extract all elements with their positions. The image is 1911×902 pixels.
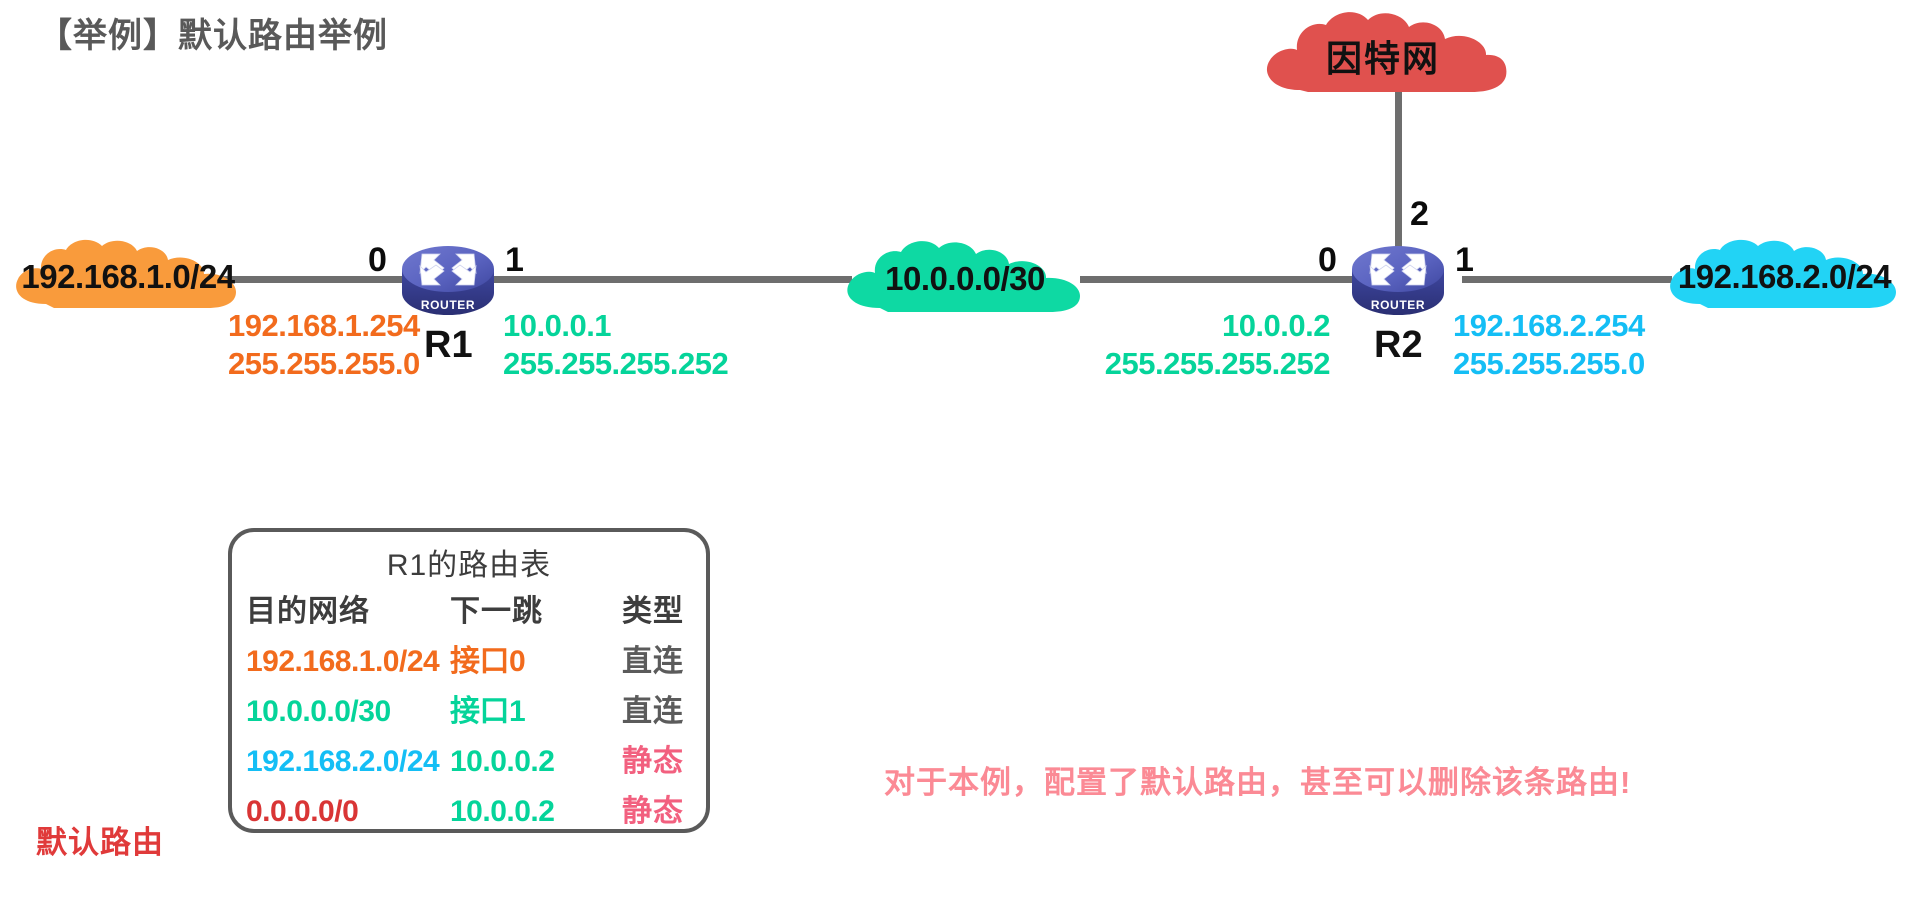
cell-destination: 192.168.2.0/24 [246, 745, 440, 778]
cloud-lan2: 192.168.2.0/24 [1662, 238, 1907, 316]
interface-r2-port1-address: 192.168.2.254 255.255.255.0 [1453, 307, 1645, 384]
port-label-r2-0: 0 [1318, 241, 1337, 279]
interface-r2-port1-mask: 255.255.255.0 [1453, 346, 1645, 382]
cell-destination: 0.0.0.0/0 [246, 795, 359, 828]
link-wan-cloud-to-r2 [1080, 276, 1380, 283]
link-lan1-to-r1 [190, 276, 410, 283]
router-icon: ROUTER [402, 246, 494, 315]
cell-type: 静态 [622, 795, 684, 828]
cell-type: 直连 [622, 645, 684, 678]
link-r1-to-wan-cloud [492, 276, 852, 283]
router-name-r2: R2 [1374, 324, 1423, 366]
cell-next-hop: 接口1 [450, 695, 526, 728]
cloud-lan1: 192.168.1.0/24 [8, 238, 248, 316]
cloud-label-lan1: 192.168.1.0/24 [21, 258, 235, 295]
cell-next-hop: 10.0.0.2 [450, 795, 555, 828]
link-internet-to-r2 [1395, 92, 1402, 252]
interface-r1-port1-ip: 10.0.0.1 [503, 308, 612, 343]
interface-r1-port1-mask: 255.255.255.252 [503, 346, 729, 382]
port-label-r2-2: 2 [1410, 195, 1429, 233]
routing-table-header-row: 目的网络 下一跳 类型 [232, 586, 706, 636]
cell-next-hop: 10.0.0.2 [450, 745, 555, 778]
link-r2-to-lan2 [1462, 276, 1672, 283]
routing-table: R1的路由表 目的网络 下一跳 类型 192.168.1.0/24 接口0 直连… [228, 528, 710, 833]
table-row: 0.0.0.0/0 10.0.0.2 静态 [232, 786, 706, 836]
cloud-shape-icon [1266, 12, 1507, 93]
port-label-r1-1: 1 [505, 241, 524, 279]
cloud-wan-link: 10.0.0.0/30 [840, 240, 1090, 318]
interface-r2-port0-ip: 10.0.0.2 [1221, 308, 1331, 343]
router-r1[interactable]: ROUTER [400, 241, 496, 319]
table-row: 192.168.2.0/24 10.0.0.2 静态 [232, 736, 706, 786]
cell-destination: 10.0.0.0/30 [246, 695, 391, 728]
column-header-next-hop: 下一跳 [450, 595, 543, 628]
cloud-label-lan2: 192.168.2.0/24 [1677, 258, 1892, 295]
interface-r2-port0-address: 10.0.0.2 255.255.255.252 [860, 307, 1331, 384]
router-r2[interactable]: ROUTER [1350, 241, 1446, 319]
column-header-destination: 目的网络 [246, 595, 370, 628]
cloud-label-internet: 因特网 [1325, 38, 1440, 79]
cloud-shape-icon [847, 241, 1080, 312]
table-row: 192.168.1.0/24 接口0 直连 [232, 636, 706, 686]
cloud-shape-icon [1670, 239, 1896, 308]
cloud-shape-icon [16, 239, 236, 308]
table-row: 10.0.0.0/30 接口1 直连 [232, 686, 706, 736]
routing-table-title: R1的路由表 [386, 549, 552, 582]
interface-r1-port0-address: 192.168.1.254 255.255.255.0 [228, 307, 420, 384]
interface-r1-port0-mask: 255.255.255.0 [228, 346, 420, 382]
router-name-r1: R1 [424, 324, 473, 366]
interface-r2-port1-ip: 192.168.2.254 [1453, 308, 1645, 343]
cloud-label-wan-link: 10.0.0.0/30 [885, 260, 1045, 297]
router-icon: ROUTER [1352, 246, 1444, 315]
interface-r1-port1-address: 10.0.0.1 255.255.255.252 [503, 307, 729, 384]
svg-text:ROUTER: ROUTER [1371, 298, 1425, 312]
routing-table-grid: 目的网络 下一跳 类型 192.168.1.0/24 接口0 直连 10.0.0… [232, 586, 706, 836]
page-title: 【举例】默认路由举例 [38, 17, 388, 55]
port-label-r2-1: 1 [1455, 241, 1474, 279]
cell-type: 直连 [622, 695, 684, 728]
default-route-label: 默认路由 [36, 825, 164, 860]
cell-destination: 192.168.1.0/24 [246, 645, 440, 678]
svg-text:ROUTER: ROUTER [421, 298, 475, 312]
column-header-type: 类型 [622, 595, 684, 628]
cloud-internet: 因特网 [1258, 10, 1508, 102]
interface-r2-port0-mask: 255.255.255.252 [1104, 346, 1331, 382]
cell-next-hop: 接口0 [450, 645, 526, 678]
cell-type: 静态 [622, 745, 684, 778]
port-label-r1-0: 0 [368, 241, 387, 279]
note-annotation: 对于本例，配置了默认路由，甚至可以删除该条路由! [884, 765, 1632, 800]
interface-r1-port0-ip: 192.168.1.254 [228, 308, 420, 343]
